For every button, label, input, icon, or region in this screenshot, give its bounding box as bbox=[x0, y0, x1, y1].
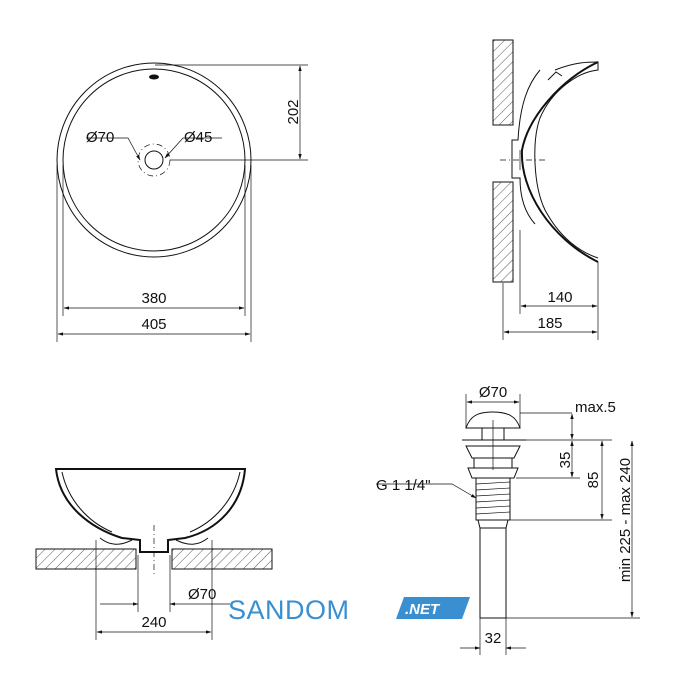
dim-side-outer: 185 bbox=[537, 315, 562, 332]
watermark-badge-text: .NET bbox=[405, 601, 441, 618]
top-view: Ø70 Ø45 202 380 405 bbox=[56, 62, 308, 342]
dim-side-inner: 140 bbox=[547, 289, 572, 306]
overflow-channel bbox=[511, 69, 541, 225]
dim-inner-diameter: Ø45 bbox=[184, 129, 212, 146]
wall-lower bbox=[492, 181, 514, 283]
drain-view: Ø70 max.5 35 85 min 225 - max 240 G 1 1/… bbox=[376, 384, 640, 655]
dim-range: min 225 - max 240 bbox=[617, 458, 634, 582]
dim-outer-diameter: Ø70 bbox=[86, 129, 114, 146]
dim-depth: 202 bbox=[285, 99, 302, 124]
dim-cutout: 240 bbox=[141, 614, 166, 631]
wall-upper bbox=[492, 39, 514, 126]
basin-profile-inner bbox=[534, 61, 599, 259]
dim-max: max.5 bbox=[575, 399, 616, 416]
watermark-logo: SANDOM .NET bbox=[228, 595, 470, 625]
countertop-left bbox=[35, 548, 137, 570]
side-view: 140 185 bbox=[492, 39, 599, 340]
drain-pipe bbox=[479, 527, 507, 619]
basin-front-outer bbox=[54, 468, 247, 553]
countertop-right bbox=[171, 548, 273, 570]
watermark-brand: SANDOM bbox=[228, 595, 350, 625]
front-view: Ø70 240 bbox=[35, 468, 273, 640]
overflow-hole bbox=[149, 74, 159, 80]
drain-hole-inner bbox=[144, 150, 164, 170]
dim-85: 85 bbox=[585, 472, 602, 489]
drain-hole-outer bbox=[137, 143, 171, 177]
dim-cap: Ø70 bbox=[479, 384, 507, 401]
dim-drain: Ø70 bbox=[188, 586, 216, 603]
dim-width-outer: 405 bbox=[141, 316, 166, 333]
watermark-badge bbox=[396, 597, 470, 619]
dim-width-inner: 380 bbox=[141, 290, 166, 307]
drain-cap bbox=[465, 411, 521, 429]
dim-35: 35 bbox=[557, 452, 574, 469]
basin-profile-outer bbox=[520, 61, 599, 263]
dim-32: 32 bbox=[485, 630, 502, 647]
dim-thread: G 1 1/4" bbox=[376, 477, 431, 494]
